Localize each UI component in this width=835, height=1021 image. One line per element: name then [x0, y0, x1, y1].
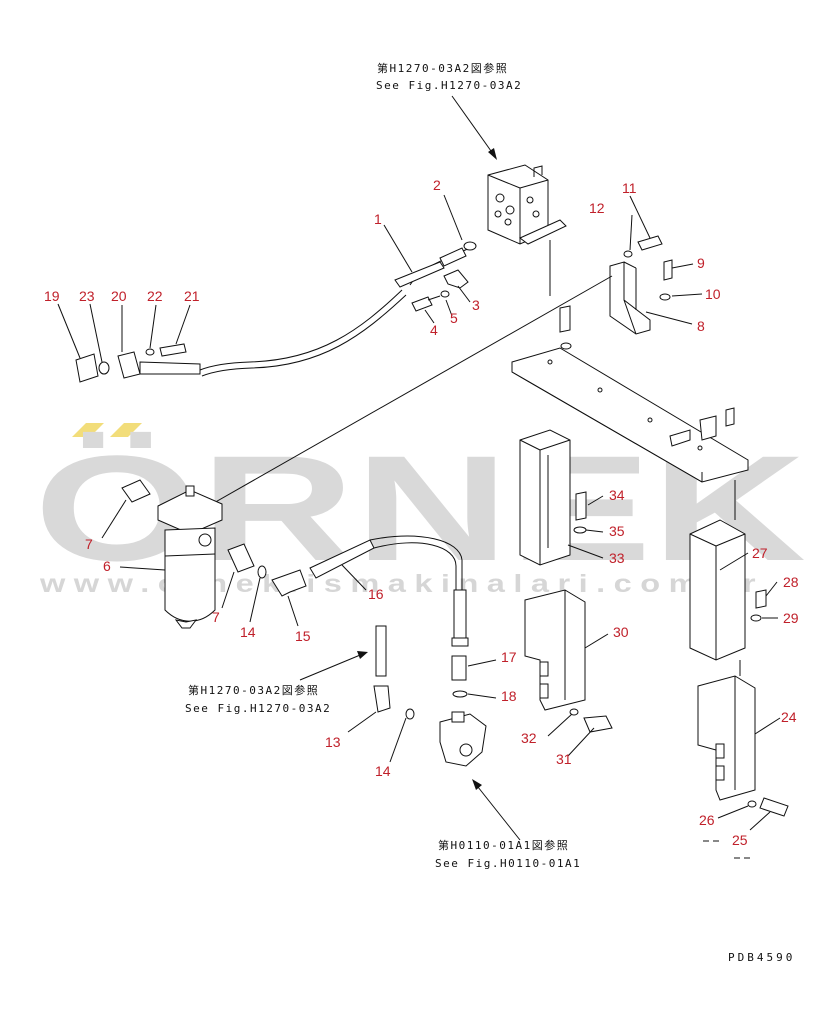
fittings-17-18	[451, 655, 468, 698]
fittings-7-15	[227, 543, 307, 597]
fittings-13-14	[373, 625, 415, 720]
callout-26: 26	[699, 812, 715, 828]
callout-7a: 7	[85, 536, 93, 552]
watermark-url: www.orneklismakinalari.com.tr	[39, 570, 764, 598]
watermark-accent-left	[72, 423, 104, 437]
callout-24: 24	[781, 709, 797, 725]
callout-14a: 14	[240, 624, 256, 640]
callout-5: 5	[450, 310, 458, 326]
ref-top-jp: 第H1270-03A2図参照	[377, 61, 508, 75]
callout-1: 1	[374, 211, 382, 227]
hardware-2-5	[411, 241, 477, 312]
support-30	[524, 589, 586, 711]
callout-17: 17	[501, 649, 517, 665]
flange-assembly-left	[75, 343, 201, 383]
callout-11: 11	[622, 180, 637, 196]
callout-3: 3	[472, 297, 480, 313]
bolts-31-35	[569, 491, 613, 733]
ref-top-en: See Fig.H1270-03A2	[376, 79, 522, 92]
reference-arrows	[299, 95, 521, 841]
callout-31: 31	[556, 751, 572, 767]
callout-32: 32	[521, 730, 537, 746]
callout-9: 9	[697, 255, 705, 271]
callout-7b: 7	[212, 609, 220, 625]
callout-13: 13	[325, 734, 341, 750]
hose-16	[309, 535, 469, 647]
callout-numbers: 1 2 3 4 5 6 7 7 8 9 10 11 12 13 14 14 15…	[44, 177, 799, 848]
support-24	[697, 660, 789, 817]
leader-lines	[57, 194, 781, 831]
callout-35: 35	[609, 523, 625, 539]
support-27	[689, 480, 767, 661]
pump-body	[439, 711, 487, 767]
ref-mid-jp: 第H1270-03A2図参照	[188, 683, 319, 697]
mounting-plate	[511, 347, 749, 483]
callout-6: 6	[103, 558, 111, 574]
hose-1	[199, 247, 471, 377]
callout-4: 4	[430, 322, 438, 338]
ref-bottom-jp: 第H0110-01A1図参照	[438, 838, 569, 852]
filter-6	[121, 275, 613, 629]
callout-10: 10	[705, 286, 721, 302]
callout-19: 19	[44, 288, 60, 304]
callout-28: 28	[783, 574, 799, 590]
callout-22: 22	[147, 288, 163, 304]
callout-16: 16	[368, 586, 384, 602]
callout-18: 18	[501, 688, 517, 704]
bracket-8	[609, 235, 673, 335]
watermark-accent-right	[110, 423, 142, 437]
callout-15: 15	[295, 628, 311, 644]
callout-20: 20	[111, 288, 127, 304]
callout-25: 25	[732, 832, 748, 848]
callout-27: 27	[752, 545, 768, 561]
callout-21: 21	[184, 288, 200, 304]
control-valve-block	[487, 164, 567, 245]
support-33	[519, 240, 572, 566]
callout-33: 33	[609, 550, 625, 566]
callout-29: 29	[783, 610, 799, 626]
callout-12: 12	[589, 200, 605, 216]
drawing-code: PDB4590	[728, 951, 795, 964]
callout-30: 30	[613, 624, 629, 640]
dash-marks	[703, 840, 750, 859]
callout-14b: 14	[375, 763, 391, 779]
callout-8: 8	[697, 318, 705, 334]
callout-34: 34	[609, 487, 625, 503]
callout-2: 2	[433, 177, 441, 193]
ref-bottom-en: See Fig.H0110-01A1	[435, 857, 581, 870]
ref-mid-en: See Fig.H1270-03A2	[185, 702, 331, 715]
callout-23: 23	[79, 288, 95, 304]
